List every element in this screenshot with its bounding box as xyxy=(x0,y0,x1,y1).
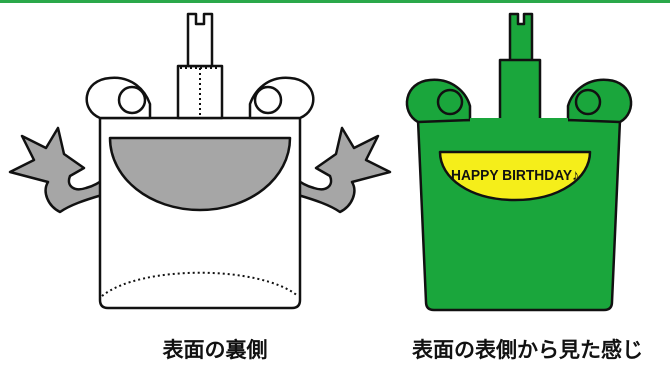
back-side-figure xyxy=(8,12,392,310)
right-arm xyxy=(296,126,392,214)
caption-front-view: 表面の表側から見た感じ xyxy=(412,338,643,362)
left-eye-ring xyxy=(117,85,147,115)
right-eye-ring xyxy=(253,85,283,115)
happy-birthday-banner xyxy=(438,150,592,202)
top-stem xyxy=(186,12,214,68)
front-top-stem xyxy=(508,12,534,68)
fold-arc xyxy=(101,271,299,297)
front-center-tab xyxy=(498,58,542,122)
left-arm xyxy=(8,126,104,214)
front-body xyxy=(416,118,622,312)
banner-text: HAPPY BIRTHDAY♪ xyxy=(451,167,579,184)
top-rule xyxy=(0,0,670,3)
front-left-eye-ring xyxy=(436,88,464,116)
front-right-eye-ring xyxy=(574,88,602,116)
front-view-figure xyxy=(405,12,633,312)
caption-back-side: 表面の裏側 xyxy=(162,338,268,362)
mouth-shape xyxy=(108,136,292,212)
